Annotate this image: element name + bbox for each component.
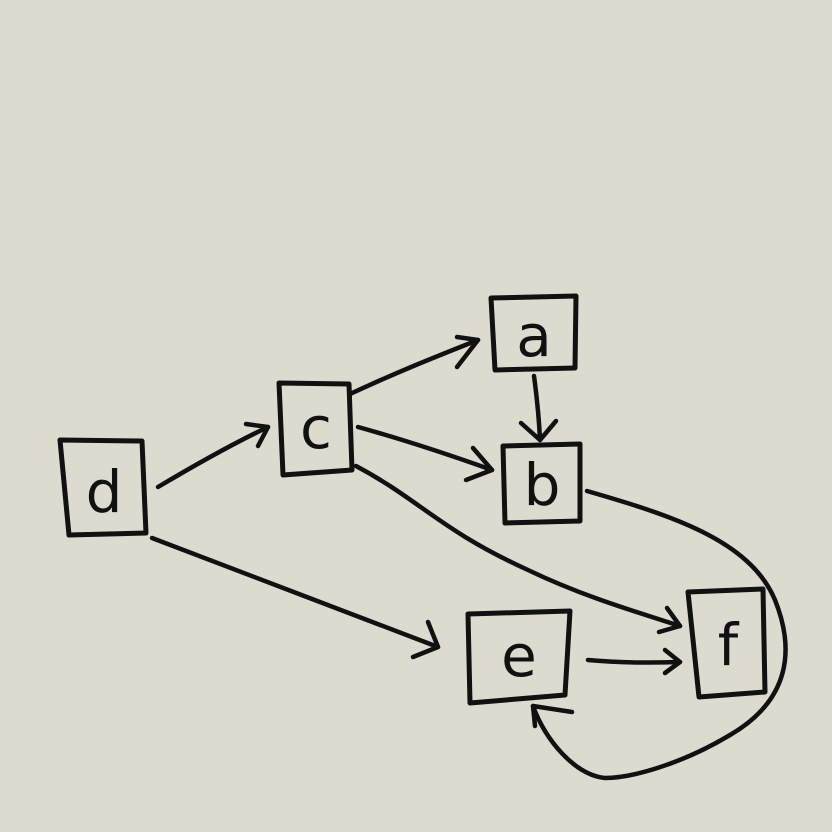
edge-d-c: [155, 421, 271, 490]
node-d: d: [57, 437, 149, 538]
node-b: b: [500, 441, 583, 526]
node-a-box: [488, 293, 579, 373]
node-c-label: c: [300, 394, 332, 462]
node-f-label: f: [718, 611, 740, 679]
node-f: f: [685, 586, 768, 700]
node-a: a: [488, 293, 579, 373]
node-d-label: d: [86, 458, 123, 526]
edges: [149, 334, 788, 781]
edge-c-a: [347, 334, 481, 397]
node-e-box: [465, 608, 573, 706]
node-e-label: e: [501, 622, 537, 690]
node-b-box: [500, 441, 583, 526]
edge-e-f: [585, 647, 683, 676]
edge-c-f: [353, 463, 683, 635]
edge-c-b: [355, 424, 495, 483]
edge-b-e: [530, 488, 788, 781]
node-c-box: [276, 380, 355, 478]
node-e: e: [465, 608, 573, 706]
node-a-label: a: [516, 302, 552, 370]
node-b-label: b: [524, 451, 561, 519]
node-c: c: [276, 380, 355, 478]
node-d-box: [57, 437, 149, 538]
node-f-box: [685, 586, 768, 700]
edge-a-b: [518, 373, 559, 443]
edge-d-e: [149, 535, 441, 660]
